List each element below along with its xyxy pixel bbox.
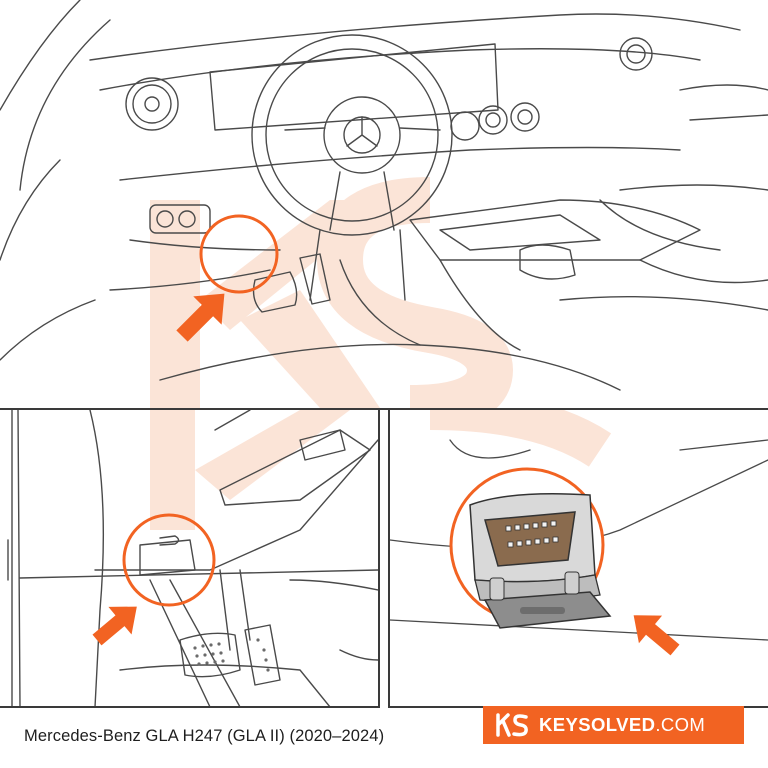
interior-overview-panel [0, 0, 768, 408]
brand-name: KEYSOLVED.COM [539, 714, 705, 736]
brand-domain-suffix: .COM [655, 714, 706, 735]
panel-divider-bottom-left [0, 706, 380, 708]
orange-arrow-icon-left [92, 606, 137, 646]
panel-divider-left [378, 410, 380, 708]
obd-port-illustration [390, 410, 768, 656]
interior-overview-illustration [0, 0, 768, 408]
brand-banner[interactable]: KEYSOLVED.COM [483, 706, 744, 744]
orange-arrow-icon-right [633, 615, 680, 656]
obd-port-detail-panel [390, 410, 768, 707]
brand-name-bold: KEYSOLVED [539, 714, 656, 735]
panel-divider-horizontal [0, 408, 768, 410]
vehicle-caption: Mercedes-Benz GLA H247 (GLA II) (2020–20… [24, 727, 385, 745]
obd-location-highlight-circle [199, 214, 279, 294]
under-dash-detail-panel [0, 410, 378, 707]
obd-connector-icon [469, 493, 612, 629]
ks-watermark-icon-right [429, 410, 612, 467]
ks-watermark-icon-left [150, 410, 350, 530]
under-dash-illustration [7, 410, 378, 707]
ks-logo-icon [496, 713, 528, 737]
orange-arrow-icon [176, 293, 225, 342]
obd-cover-highlight-circle [122, 513, 216, 607]
panel-divider-right [388, 410, 390, 708]
